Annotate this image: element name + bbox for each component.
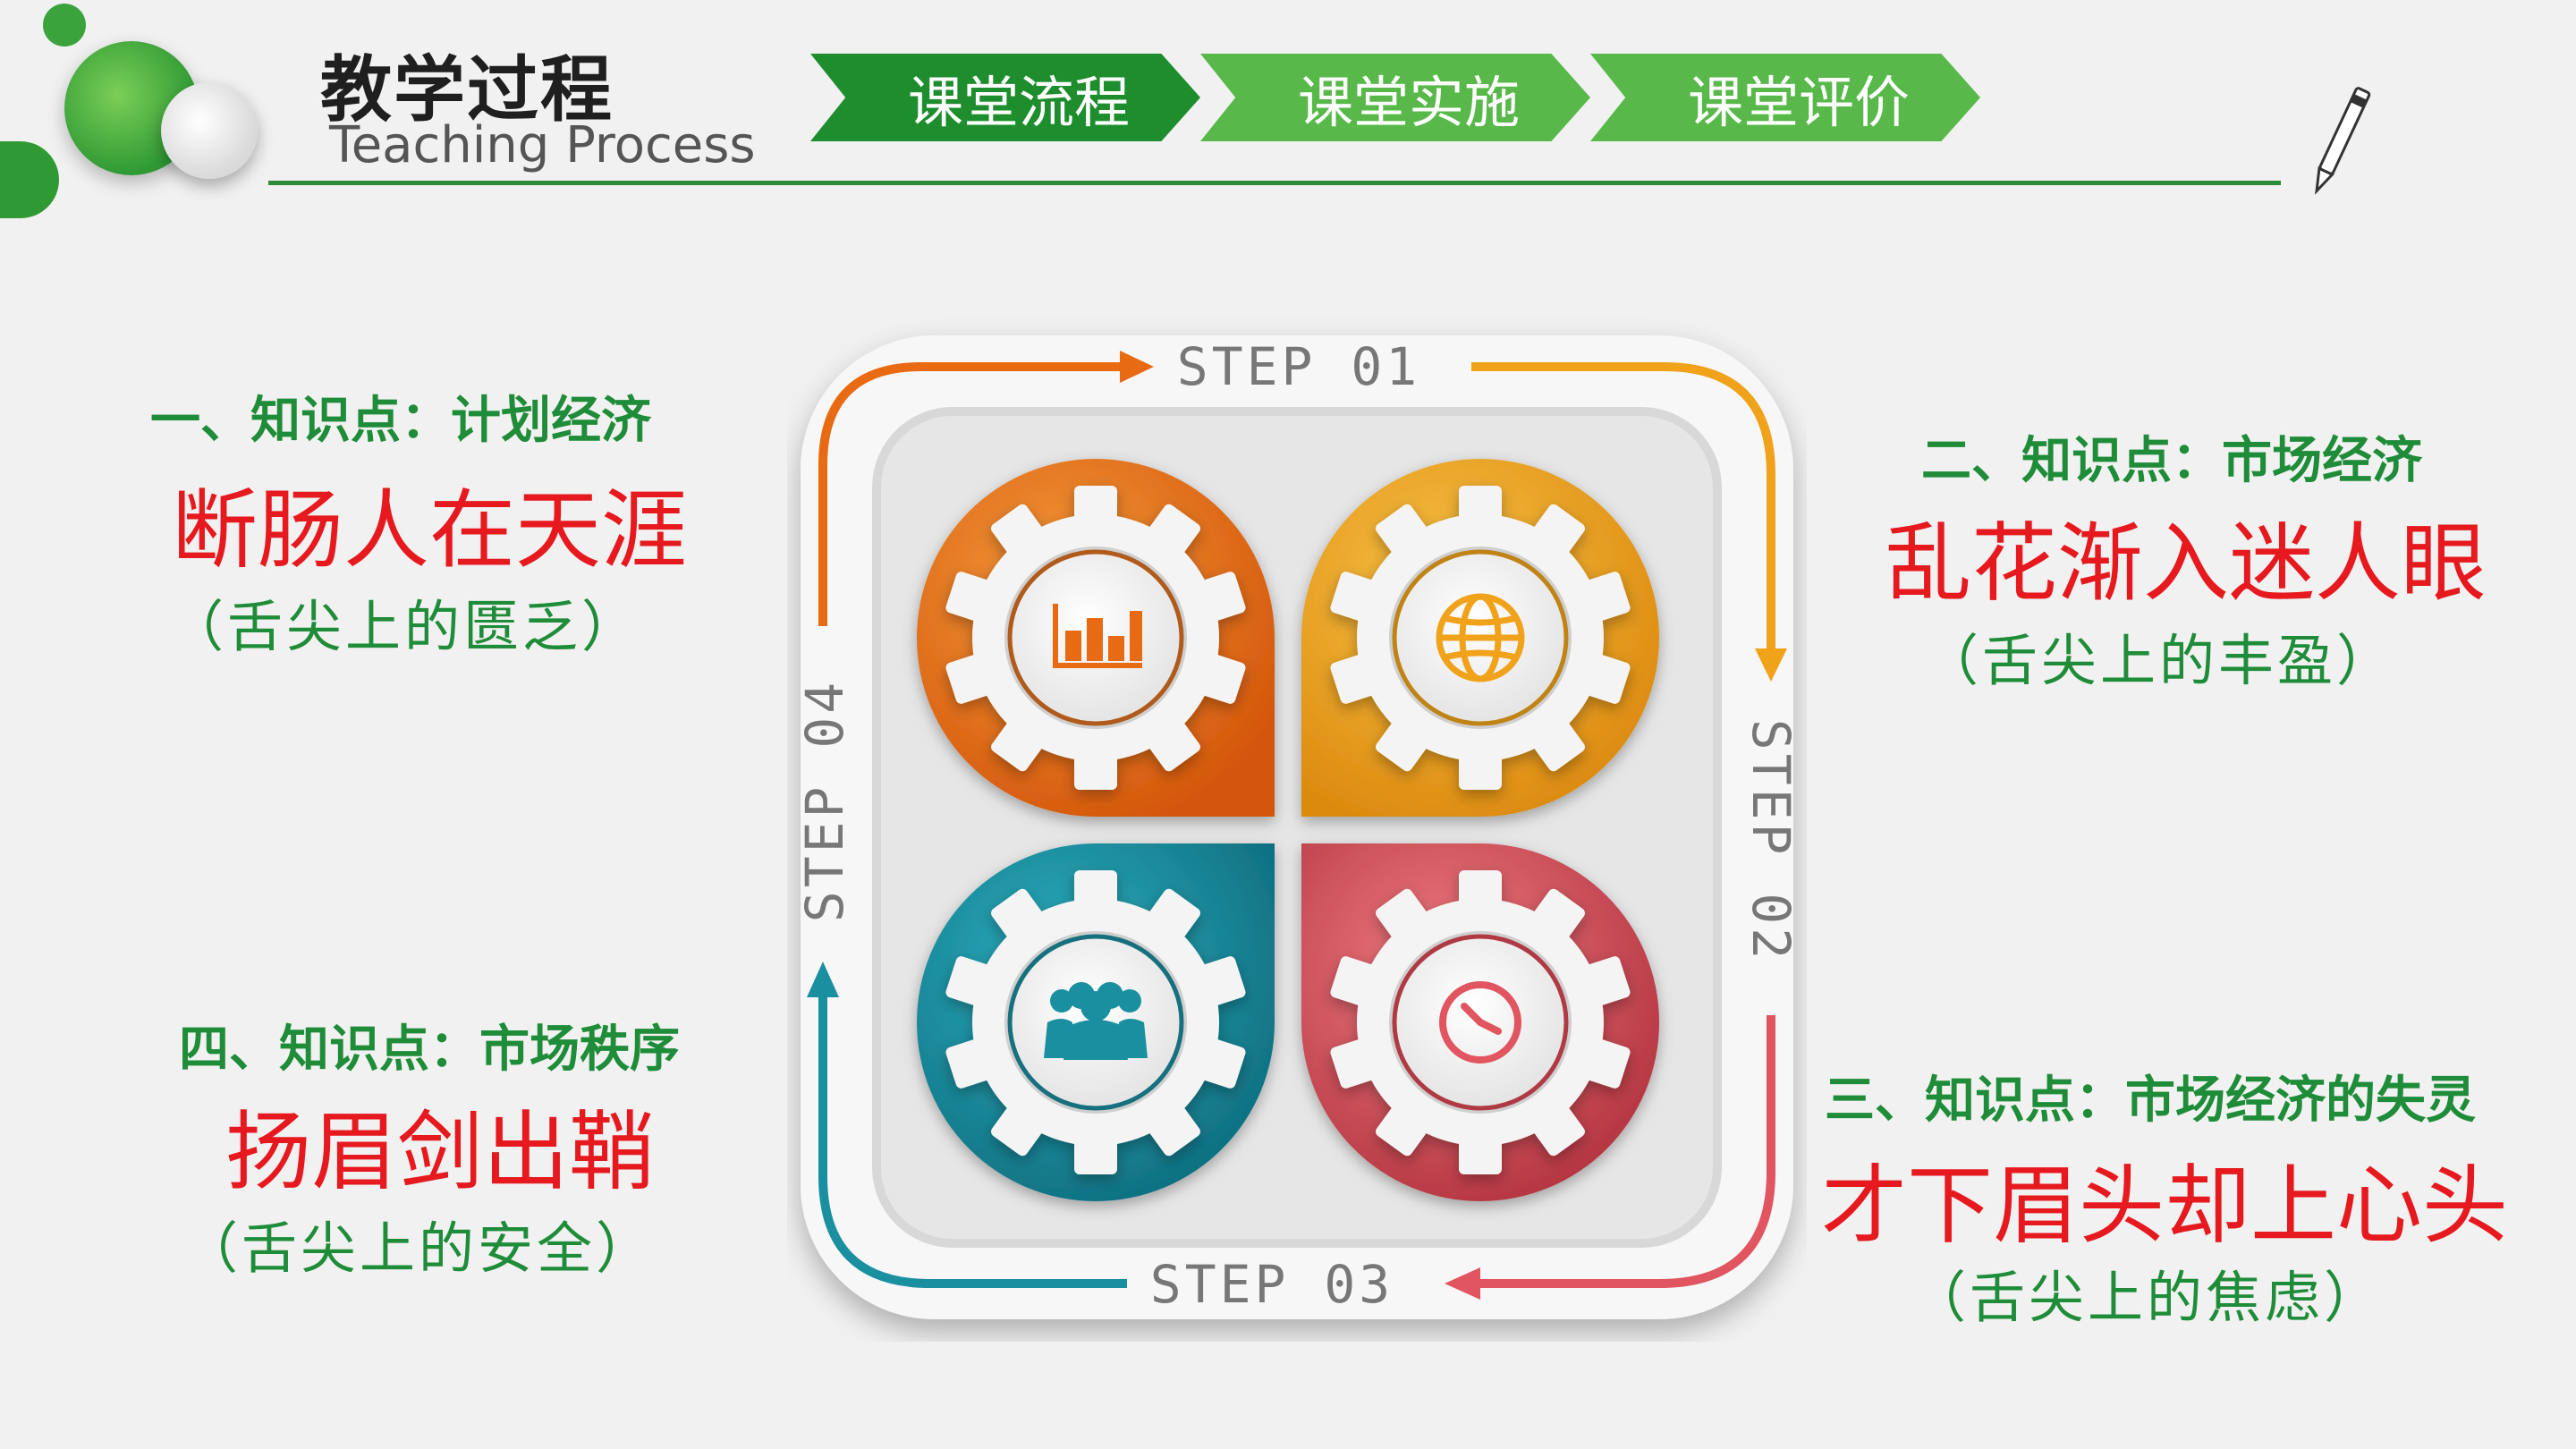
step-01-label: STEP 01 [1177,336,1420,397]
tab-classroom-evaluation[interactable]: 课堂评价 [1590,54,1980,141]
bar-chart-icon [1053,604,1142,668]
people-icon [1044,982,1148,1060]
header-divider [268,181,2281,185]
step-04-label: STEP 04 [794,679,855,922]
section-3-title: 才下眉头却上心头 [1821,1156,2508,1256]
section-1-title: 断肠人在天涯 [172,480,687,580]
section-1-heading: 一、知识点：计划经济 [150,392,651,450]
page-title: 教学过程 [320,48,614,131]
decor-circle-white [161,82,258,179]
tab-classroom-flow[interactable]: 课堂流程 [810,54,1200,141]
pen-icon [2315,87,2371,195]
section-2-title: 乱花渐入迷人眼 [1885,513,2487,614]
arrow-step-04 [818,993,1127,1288]
section-2-heading: 二、知识点：市场经济 [1921,432,2422,490]
decor-circle [43,4,86,47]
globe-icon [1436,593,1525,682]
arrow-step-03 [1476,1015,1775,1288]
section-3-subtitle: （舌尖上的焦虑） [1911,1265,2384,1330]
section-2-subtitle: （舌尖上的丰盈） [1923,628,2396,693]
tab-classroom-implementation[interactable]: 课堂实施 [1200,54,1590,141]
section-4-subtitle: （舌尖上的安全） [182,1216,656,1281]
arrow-step-01 [818,362,1127,626]
decor-circle-edge [0,141,59,218]
section-4-heading: 四、知识点：市场秩序 [179,1021,680,1079]
section-3-heading: 三、知识点：市场经济的失灵 [1825,1072,2476,1130]
section-4-title: 扬眉剑出鞘 [225,1102,655,1202]
section-1-subtitle: （舌尖上的匮乏） [168,594,641,659]
page-subtitle: Teaching Process [329,116,756,174]
process-diagram: STEP 01 STEP 02 STEP 03 STEP 04 [794,335,1801,1319]
step-03-label: STEP 03 [1150,1254,1394,1315]
arrow-step-02 [1471,362,1775,653]
clock-icon [1439,981,1521,1063]
step-02-label: STEP 02 [1741,719,1801,962]
